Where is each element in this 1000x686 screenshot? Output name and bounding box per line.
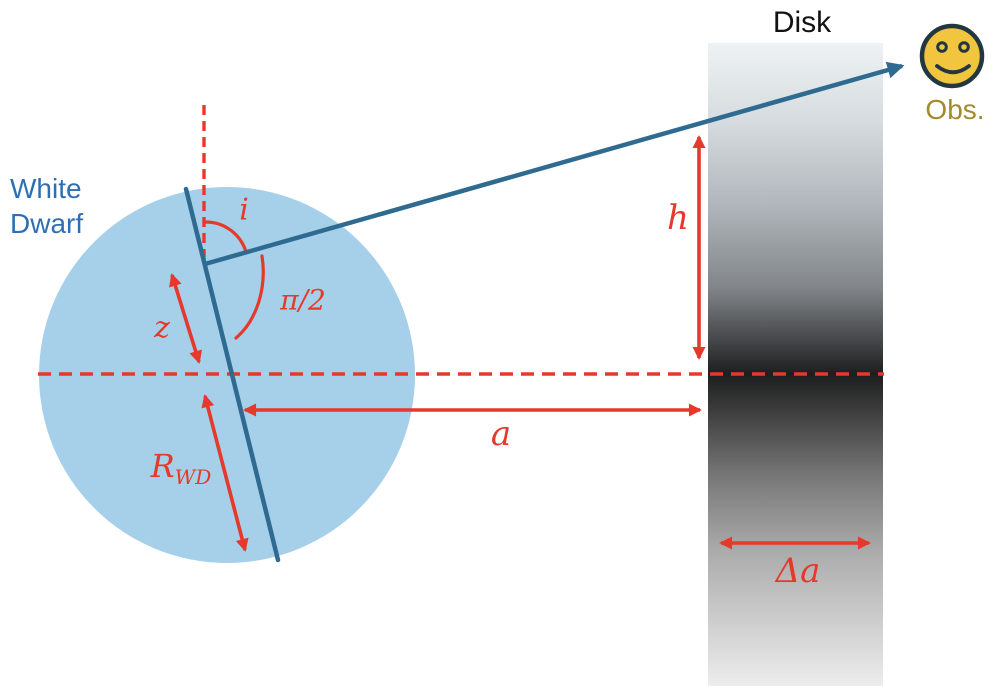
z-symbol: z [154,310,170,346]
white-dwarf-label-line2: Dwarf [10,208,84,239]
observer-smiley-face-icon [919,23,985,89]
inclination-angle-arc [204,220,248,254]
semimajor-axis-symbol: a [490,414,512,454]
white-dwarf-label-line1: White [10,173,82,204]
white-dwarf-label: White Dwarf [10,171,83,241]
wd-radius-symbol: RWD [151,447,212,489]
right-angle-arc [234,254,265,340]
wd-radius-arrow [201,394,249,552]
inclination-symbol: i [239,192,249,228]
disk-label: Disk [772,6,832,39]
half-pi-symbol: π/2 [280,283,326,317]
z-extent-arrow [169,273,202,364]
tilted-axis-line [183,186,281,563]
observer-label: Obs. [925,94,985,125]
line-of-sight-arrow [204,61,905,267]
smiley-face-outline [919,23,985,89]
wd-radius-symbol-subscript: WD [174,465,212,489]
smiley-left-eye [936,41,948,53]
disk-band [708,43,883,686]
disk-width-symbol: Δa [775,551,821,591]
wd-radius-symbol-base: R [150,447,175,485]
smiley-right-eye [958,41,970,53]
height-symbol: h [667,198,689,238]
smiley-mouth [935,64,971,75]
